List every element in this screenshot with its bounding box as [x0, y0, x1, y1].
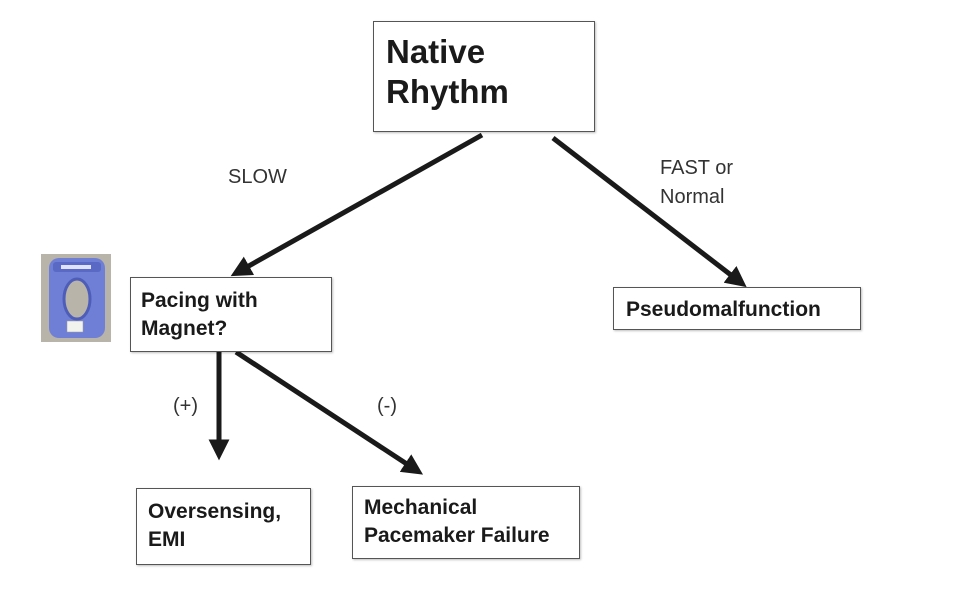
- node-mechanical-line-1: Mechanical: [364, 496, 478, 519]
- edge-label-fast-line-2: Normal: [660, 186, 725, 208]
- node-pseudomalfunction: Pseudomalfunction: [613, 287, 861, 330]
- node-pacing-with-magnet: Pacing with Magnet?: [130, 277, 332, 352]
- node-oversensing-line-1: Oversensing,: [148, 500, 282, 523]
- node-native-rhythm-line-2: Rhythm: [386, 72, 509, 110]
- node-native-rhythm-line-1: Native: [386, 33, 486, 70]
- arrow-minus: [234, 349, 424, 475]
- node-pacing-line-1: Pacing with: [141, 289, 258, 312]
- donut-magnet-icon: [41, 254, 111, 342]
- edge-label-slow: SLOW: [228, 166, 287, 188]
- node-native-rhythm: Native Rhythm: [373, 21, 595, 132]
- node-mechanical-line-2: Pacemaker Failure: [364, 524, 550, 548]
- node-mechanical-failure: Mechanical Pacemaker Failure: [352, 486, 580, 559]
- node-oversensing-line-2: EMI: [148, 528, 186, 552]
- edge-label-plus: (+): [173, 395, 198, 417]
- edge-label-fast-normal: FAST or Normal: [660, 154, 733, 212]
- arrow-slow: [230, 132, 484, 277]
- edge-label-fast-line-1: FAST or: [660, 157, 733, 179]
- node-oversensing-emi: Oversensing, EMI: [136, 488, 311, 565]
- node-pseudo-line-1: Pseudomalfunction: [626, 298, 821, 321]
- node-pacing-line-2: Magnet?: [141, 317, 228, 341]
- arrow-fast: [551, 136, 747, 288]
- edge-label-minus: (-): [377, 395, 397, 417]
